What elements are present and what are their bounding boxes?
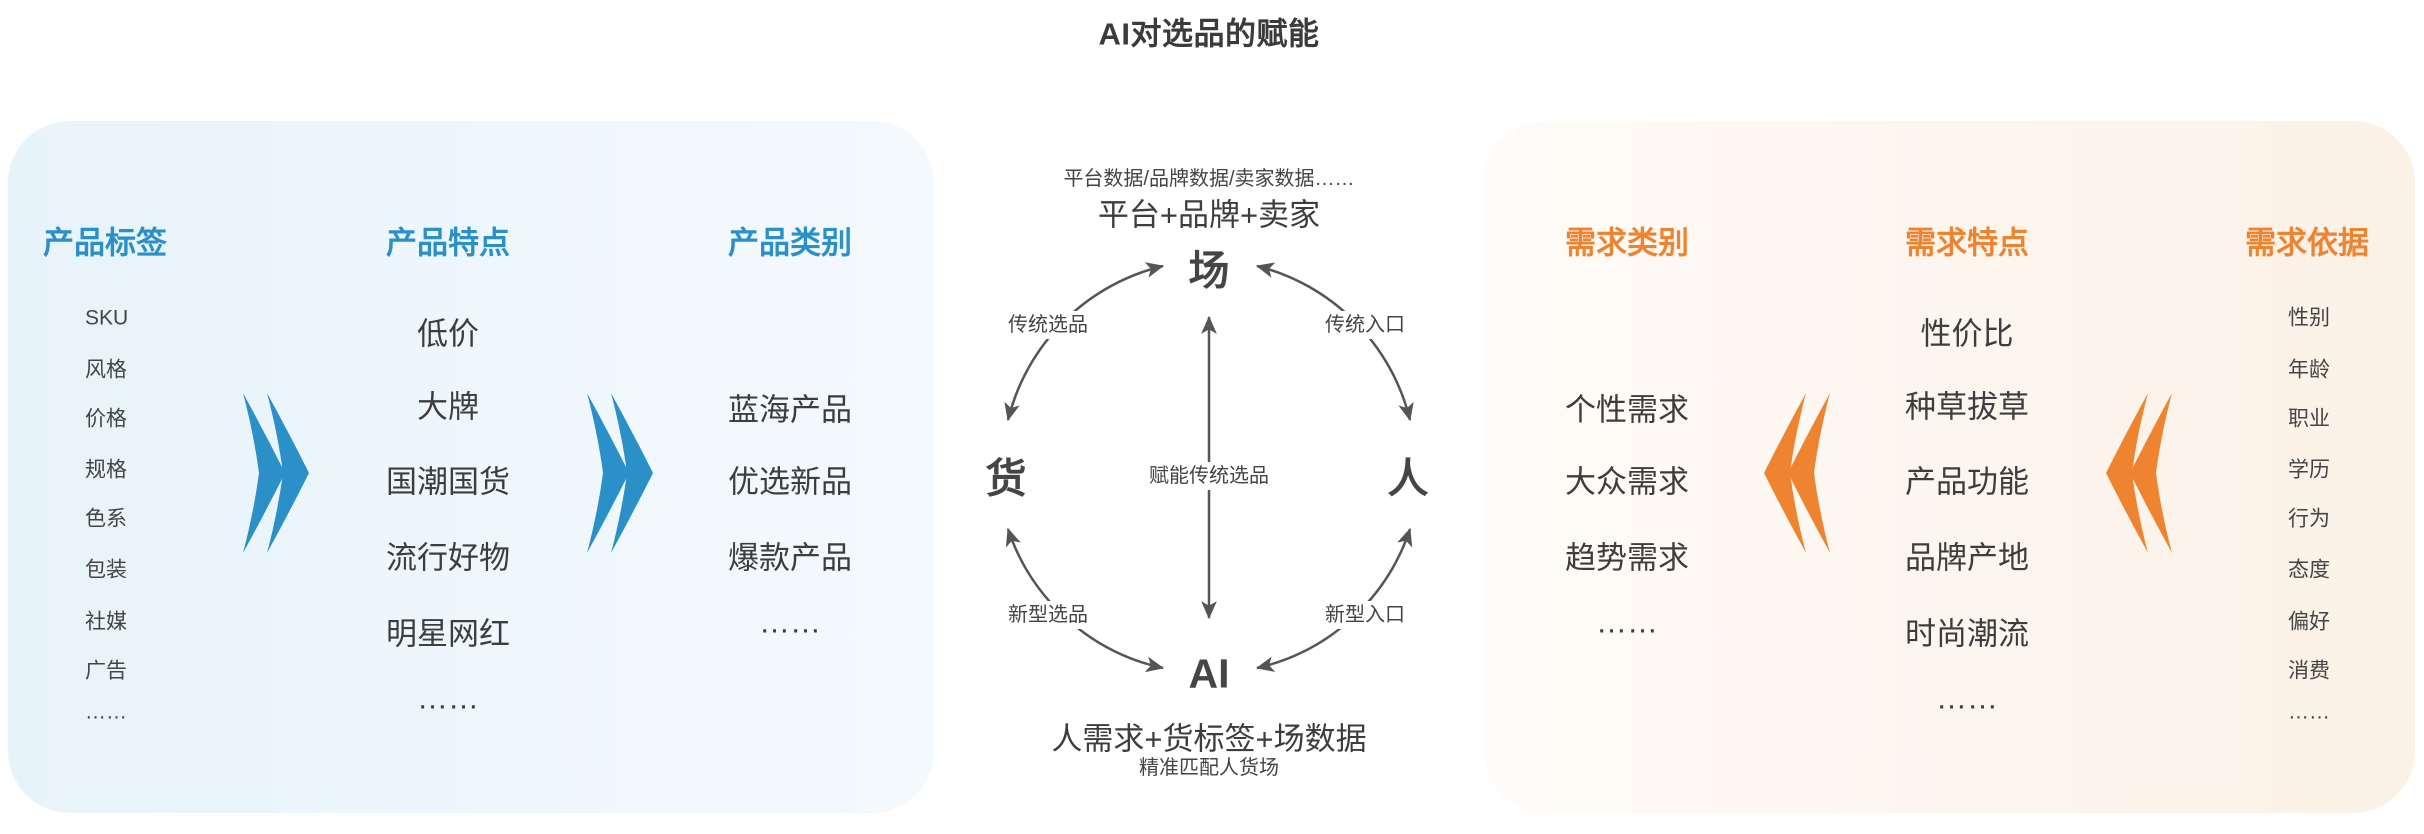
product-tag-item: 包装 <box>85 558 127 582</box>
double-chevron-right-icon <box>587 393 653 553</box>
product-category-item: 爆款产品 <box>728 540 852 576</box>
demand-category-item: 个性需求 <box>1565 392 1689 428</box>
arc-people-ai-arrow <box>1255 527 1413 672</box>
double-chevron-left-icon <box>1764 393 1830 553</box>
demand-feature-item: 产品功能 <box>1905 464 2029 500</box>
ai-caption: 精准匹配人货场 <box>1139 757 1279 779</box>
arc-label-new-entry: 新型入口 <box>1319 601 1411 629</box>
demand-basis-item: 职业 <box>2288 407 2330 431</box>
node-ai: AI <box>1188 650 1230 697</box>
demand-panel <box>1484 121 2415 813</box>
product-tags-header: 产品标签 <box>43 225 167 261</box>
demand-feature-item: 性价比 <box>1920 316 2014 352</box>
demand-feature-more: …… <box>1936 680 1998 716</box>
demand-basis-item: 行为 <box>2288 507 2330 531</box>
double-chevron-right-icon <box>243 393 309 553</box>
product-feature-item: 流行好物 <box>386 540 510 576</box>
product-feature-item: 国潮国货 <box>386 464 510 500</box>
product-tag-item: 风格 <box>85 358 127 382</box>
product-feature-item: 明星网红 <box>386 616 510 652</box>
arc-goods-ai-arrow <box>1005 527 1165 673</box>
product-features-header: 产品特点 <box>386 225 510 261</box>
demand-features-header: 需求特点 <box>1905 225 2029 261</box>
arc-scene-people-arrow <box>1255 262 1414 422</box>
demand-category-more: …… <box>1596 604 1658 640</box>
arc-scene-goods-arrow <box>1004 262 1165 422</box>
product-tag-item: 社媒 <box>85 610 127 634</box>
node-scene: 场 <box>1188 247 1230 294</box>
double-chevron-left-icon <box>2106 393 2172 553</box>
demand-feature-item: 时尚潮流 <box>1905 616 2029 652</box>
demand-basis-item: 偏好 <box>2288 610 2330 634</box>
demand-basis-item: 年龄 <box>2288 358 2330 382</box>
demand-basis-more: …… <box>2288 700 2330 724</box>
scene-formula: 平台+品牌+卖家 <box>1097 197 1321 233</box>
product-tag-item: 色系 <box>85 507 127 531</box>
product-tag-item: 广告 <box>85 659 127 683</box>
demand-category-item: 大众需求 <box>1565 464 1689 500</box>
axis-label: 赋能传统选品 <box>1143 462 1275 490</box>
diagram-title: AI对选品的赋能 <box>1098 16 1320 52</box>
demand-basis-item: 学历 <box>2288 458 2330 482</box>
arc-label-traditional-entry: 传统入口 <box>1319 311 1411 339</box>
demand-categories-header: 需求类别 <box>1565 225 1689 261</box>
demand-basis-item: 性别 <box>2288 306 2330 330</box>
arc-label-traditional-selection: 传统选品 <box>1002 311 1094 339</box>
demand-basis-item: 态度 <box>2288 558 2330 582</box>
product-feature-item: 低价 <box>417 316 479 352</box>
scene-caption: 平台数据/品牌数据/卖家数据…… <box>1063 168 1355 190</box>
product-tag-more: …… <box>85 700 127 724</box>
product-category-item: 蓝海产品 <box>728 392 852 428</box>
product-category-more: …… <box>759 604 821 640</box>
product-tag-item: 规格 <box>85 458 127 482</box>
demand-category-item: 趋势需求 <box>1565 540 1689 576</box>
product-categories-header: 产品类别 <box>728 225 852 261</box>
demand-basis-item: 消费 <box>2288 659 2330 683</box>
node-goods: 货 <box>985 455 1027 502</box>
product-category-item: 优选新品 <box>728 464 852 500</box>
demand-basis-header: 需求依据 <box>2245 225 2369 261</box>
product-panel <box>8 121 934 813</box>
product-feature-more: …… <box>417 680 479 716</box>
product-tag-item: 价格 <box>85 407 127 431</box>
ai-formula: 人需求+货标签+场数据 <box>1051 721 1367 757</box>
product-tag-item: SKU <box>85 306 129 330</box>
product-feature-item: 大牌 <box>417 389 479 425</box>
arc-label-new-selection: 新型选品 <box>1002 601 1094 629</box>
demand-feature-item: 品牌产地 <box>1905 540 2029 576</box>
node-people: 人 <box>1387 455 1429 502</box>
demand-feature-item: 种草拔草 <box>1905 389 2029 425</box>
